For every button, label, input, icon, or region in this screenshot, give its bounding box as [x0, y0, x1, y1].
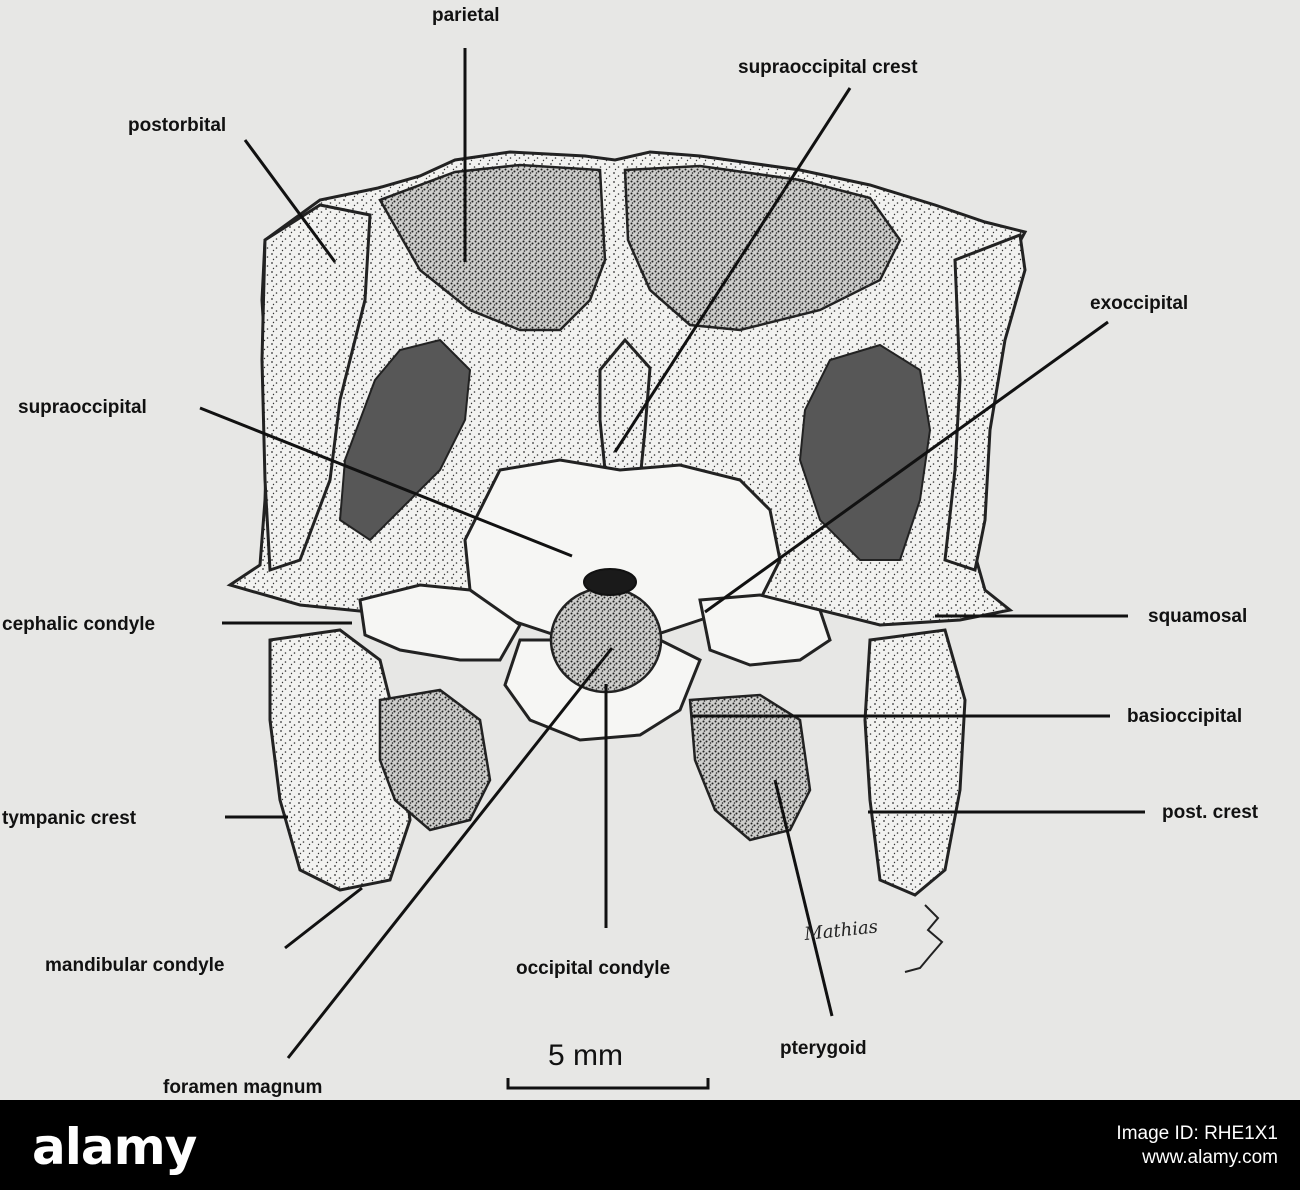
leader-supraoccipital: [199, 406, 573, 558]
label-tympanic-crest: tympanic crest: [2, 808, 137, 829]
orbital-cavity-left: [338, 338, 472, 542]
leader-pterygoid: [773, 779, 834, 1017]
signature-flourish: [904, 904, 944, 973]
label-parietal: parietal: [432, 5, 500, 26]
label-squamosal: squamosal: [1148, 606, 1247, 627]
artist-signature: Mathias: [802, 916, 879, 945]
postorbital-left: [260, 203, 372, 573]
leader-foramen-magnum: [286, 647, 614, 1059]
orbital-cavity-right: [798, 343, 932, 561]
label-occipital-condyle: occipital condyle: [516, 958, 670, 979]
label-basioccipital: basioccipital: [1127, 706, 1242, 727]
label-exoccipital: exoccipital: [1090, 293, 1188, 314]
leader-exoccipital: [704, 320, 1109, 614]
skull-illustration: parietal supraoccipital crest postorbita…: [2, 5, 1259, 1098]
label-post-crest: post. crest: [1162, 802, 1259, 823]
label-foramen-magnum: foramen magnum: [163, 1077, 322, 1098]
image-id: Image ID: RHE1X1: [1116, 1123, 1278, 1144]
label-supraoccipital-crest: supraoccipital crest: [738, 57, 918, 78]
leader-postorbital: [243, 139, 337, 263]
leader-supraoccipital-crest: [613, 87, 852, 453]
image-id-block: Image ID: RHE1X1 www.alamy.com: [1116, 1122, 1278, 1170]
label-cephalic-condyle: cephalic condyle: [2, 614, 155, 635]
label-postorbital: postorbital: [128, 115, 226, 136]
pterygoid-left: [378, 688, 492, 832]
label-supraoccipital: supraoccipital: [18, 397, 147, 418]
exoccipital-lateral-process: [358, 583, 522, 662]
footer-bar: [0, 1100, 1300, 1190]
quadrate-right: [863, 628, 967, 897]
exoccipital-right-process: [698, 593, 832, 667]
scale-bar: [506, 1078, 710, 1090]
site-url: www.alamy.com: [1142, 1147, 1278, 1168]
leader-mandibular-condyle: [284, 886, 363, 950]
label-pterygoid: pterygoid: [780, 1038, 867, 1059]
scale-label: 5 mm: [548, 1039, 623, 1072]
occipital-condyle-shape: [549, 586, 663, 694]
label-mandibular-condyle: mandibular condyle: [45, 955, 224, 976]
alamy-logo: alamy: [32, 1118, 197, 1176]
foramen-magnum-opening: [583, 568, 637, 596]
quadrate-left: [268, 628, 412, 892]
postorbital-right: [943, 232, 1027, 572]
parietal-bone-right: [623, 164, 902, 332]
parietal-bone-left: [378, 163, 607, 332]
